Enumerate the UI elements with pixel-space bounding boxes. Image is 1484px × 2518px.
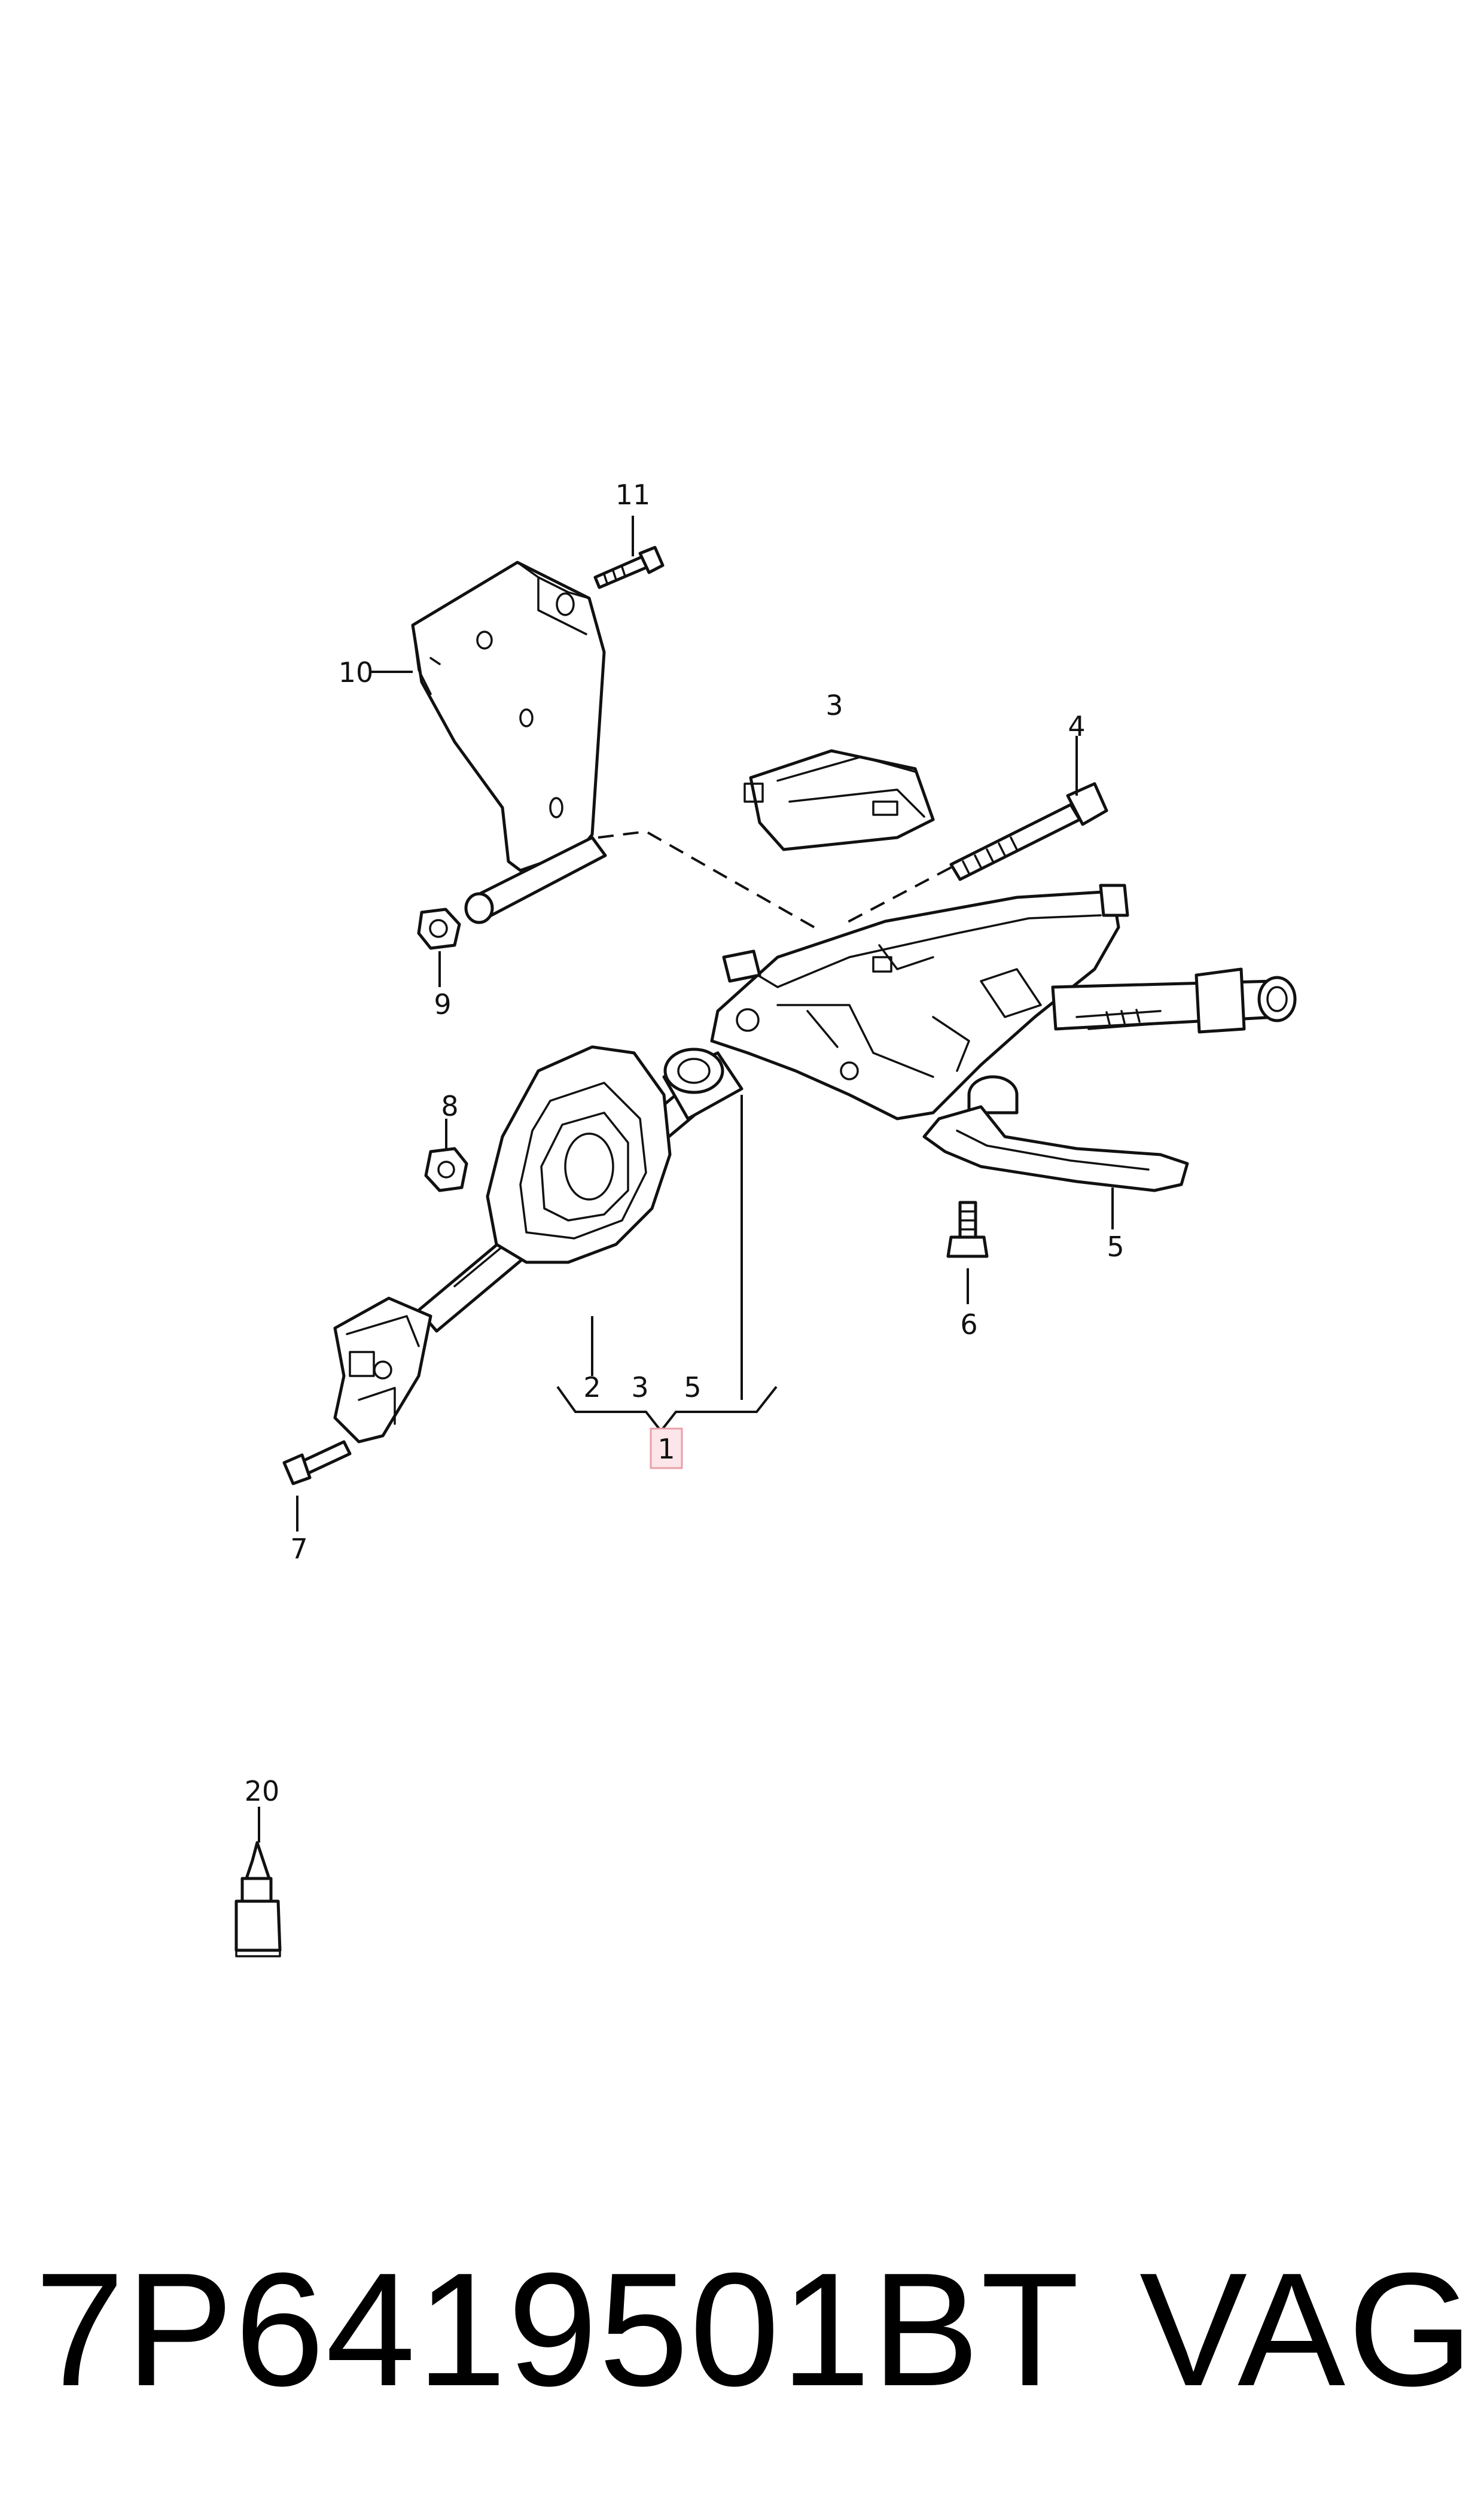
callout-2: 2 — [583, 1371, 601, 1403]
leader-lines — [258, 516, 1114, 1843]
callout-3-group: 3 — [631, 1371, 648, 1403]
adhesive-tube-20[interactable] — [234, 1841, 282, 1957]
brand-label: VAG — [1139, 2240, 1476, 2420]
callout-10: 10 — [339, 656, 374, 689]
guide-line-bracket — [598, 830, 820, 931]
callout-3: 3 — [825, 689, 843, 721]
callout-5-group: 5 — [684, 1371, 701, 1403]
callout-1: 1 — [657, 1433, 675, 1465]
callout-4: 4 — [1068, 710, 1085, 742]
callout-11: 11 — [615, 479, 651, 511]
callout-20: 20 — [245, 1775, 280, 1807]
part-number: 7P6419501BT — [35, 2240, 1081, 2420]
mounting-bracket[interactable] — [411, 561, 607, 924]
bolt-6[interactable] — [946, 1201, 989, 1258]
callout-5: 5 — [1107, 1231, 1124, 1263]
footer: 7P6419501BT VAG — [0, 2240, 1484, 2420]
callout-9: 9 — [434, 988, 451, 1021]
callout-6: 6 — [960, 1308, 977, 1341]
bolt-7[interactable] — [282, 1440, 352, 1485]
nut-9[interactable] — [417, 908, 461, 950]
bolt-11[interactable] — [593, 546, 665, 589]
column-boot[interactable] — [486, 1045, 672, 1264]
module-3[interactable] — [743, 749, 935, 851]
callout-7: 7 — [290, 1533, 307, 1565]
release-lever[interactable] — [922, 1105, 1189, 1192]
steering-column[interactable] — [710, 884, 1297, 1121]
callout-1-highlight — [650, 1427, 683, 1469]
guide-line-bolt — [843, 866, 952, 925]
nut-8[interactable] — [424, 1147, 468, 1192]
bolt-4[interactable] — [949, 782, 1108, 881]
callout-8: 8 — [441, 1090, 458, 1122]
